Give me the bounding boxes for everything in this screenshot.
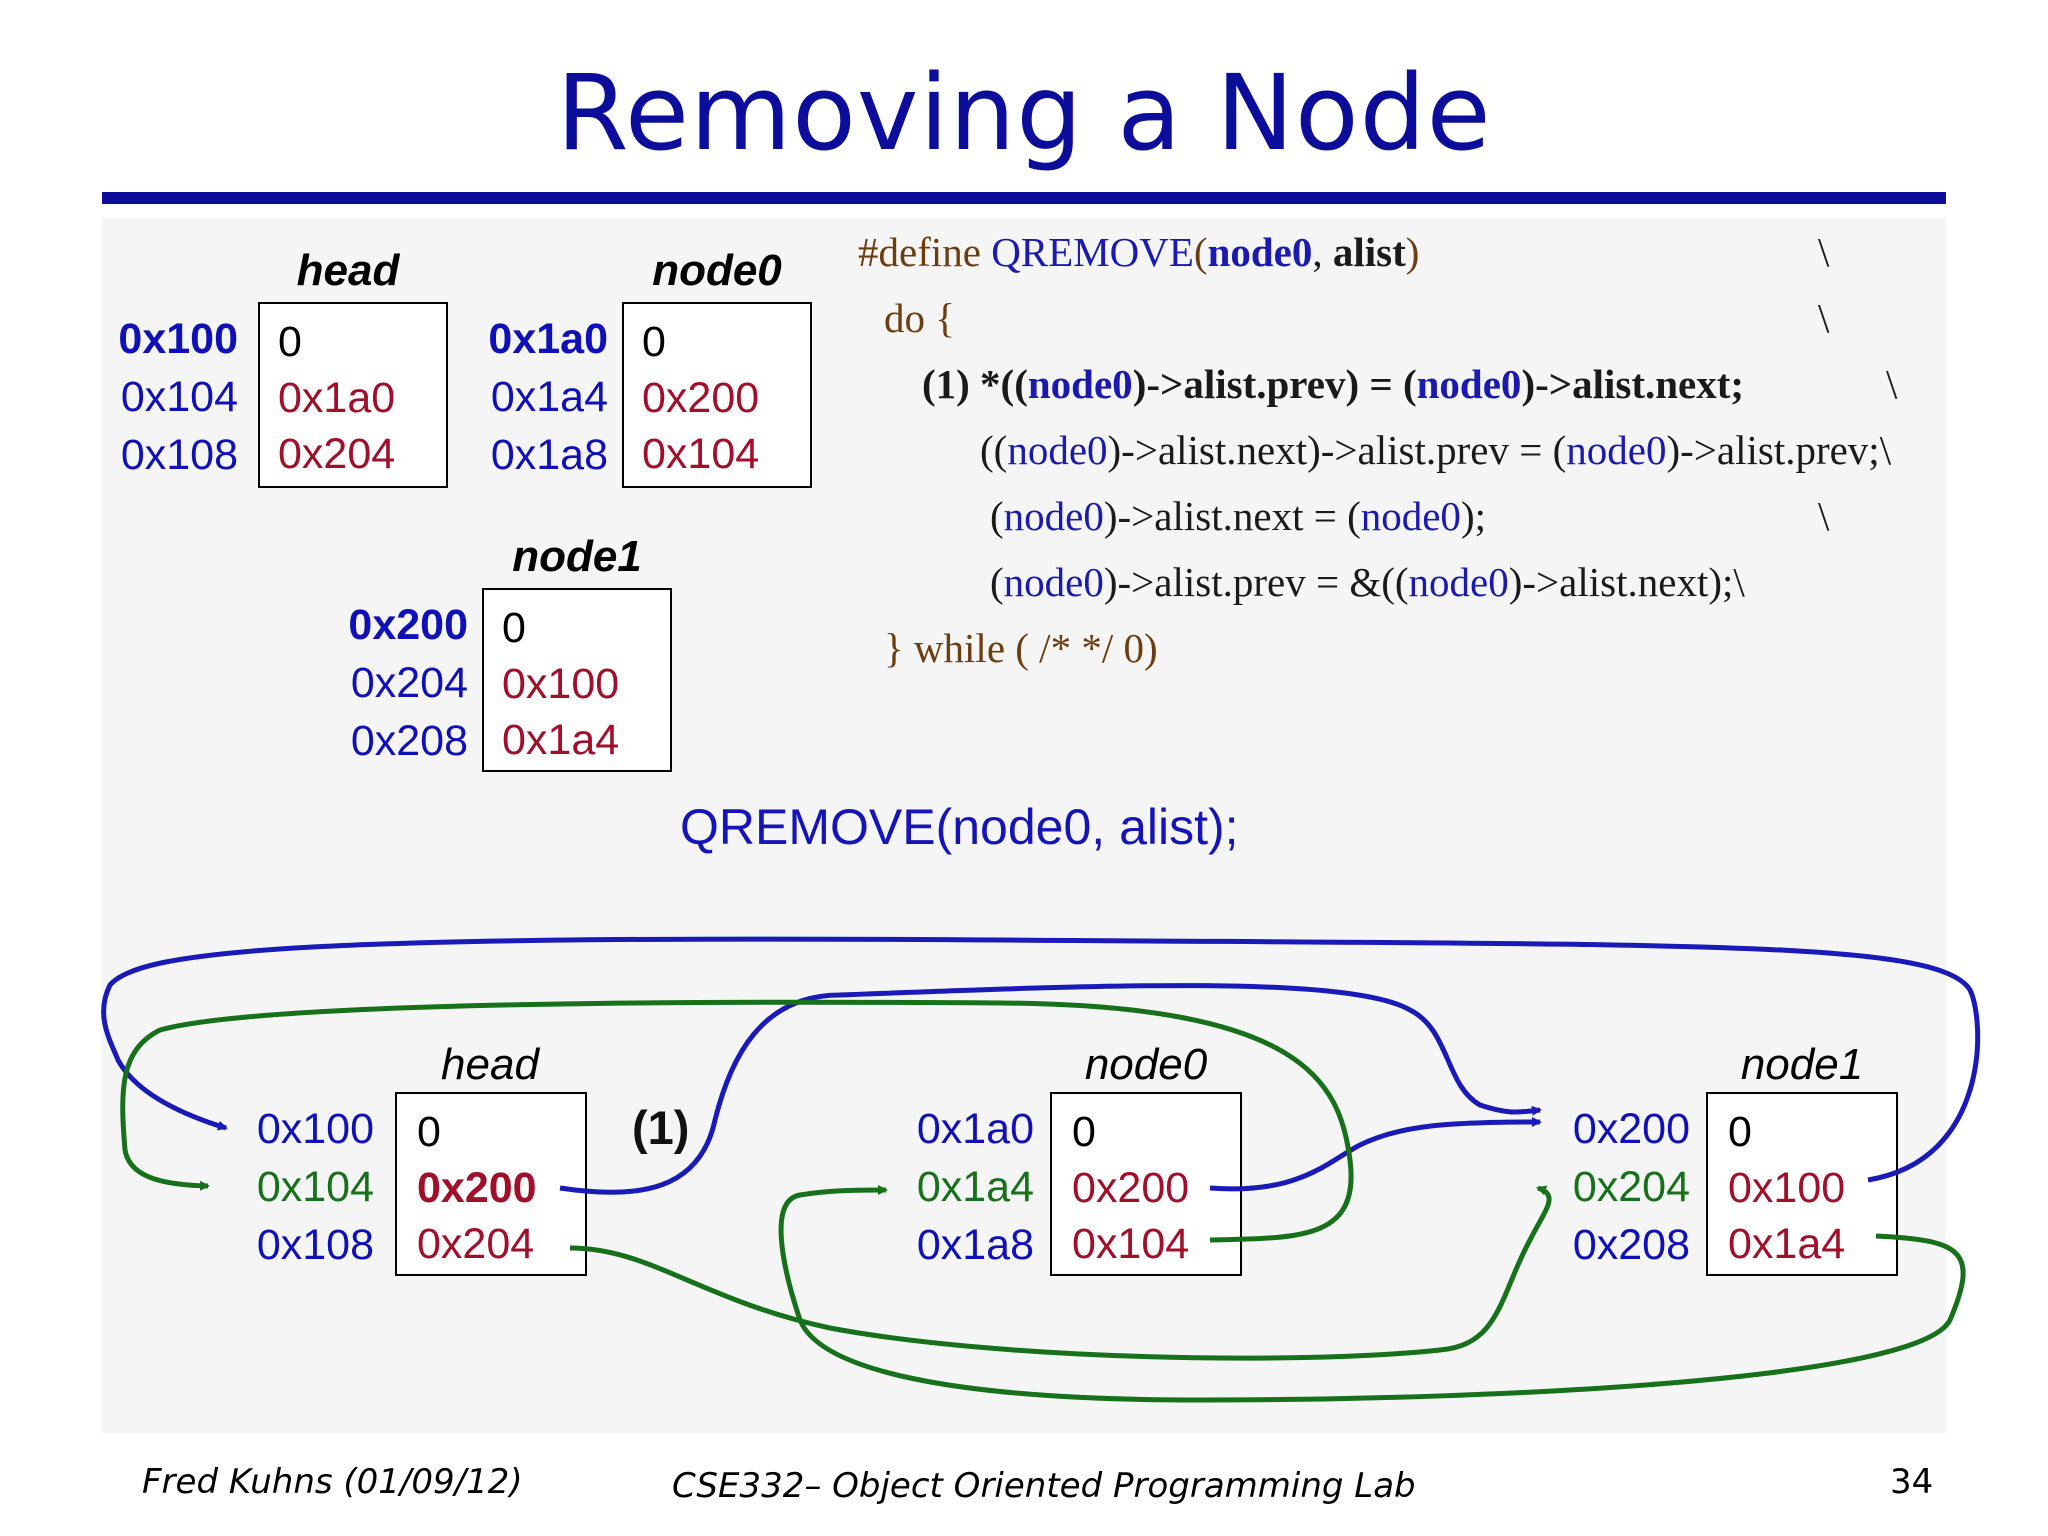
- value: 0x204: [278, 430, 396, 478]
- prev-arrow-node1-to-node0: [778, 1185, 1966, 1403]
- top-node1-title: node1: [512, 532, 642, 581]
- value: 0x104: [1072, 1220, 1190, 1268]
- address: 0x104: [256, 1163, 374, 1211]
- address: 0x204: [350, 659, 468, 707]
- slide-title: Removing a Node: [556, 52, 1492, 174]
- value: 0x1a4: [502, 716, 620, 764]
- value: 0: [1072, 1108, 1096, 1156]
- code-cont: \: [1818, 295, 1830, 341]
- code-line-do: do {: [884, 295, 955, 341]
- code-cont: \: [1818, 493, 1830, 539]
- address: 0x1a0: [916, 1105, 1034, 1153]
- address: 0x208: [350, 717, 468, 765]
- code-line-6: (node0)->alist.prev = &((node0)->alist.n…: [990, 559, 1745, 605]
- step-label: (1): [632, 1101, 690, 1154]
- bottom-node0-box: 0 0x200 0x104: [1050, 1092, 1242, 1276]
- value: 0: [642, 318, 666, 366]
- top-node0-addresses: 0x1a0 0x1a4 0x1a8: [470, 310, 608, 484]
- value: 0x200: [642, 374, 760, 422]
- value: 0: [1728, 1108, 1752, 1156]
- address: 0x200: [1572, 1105, 1690, 1153]
- bottom-head-box: 0 0x200 0x204: [395, 1092, 587, 1276]
- address: 0x104: [120, 373, 238, 421]
- bottom-head-title: head: [441, 1040, 539, 1089]
- value: 0x104: [642, 430, 760, 478]
- value: 0x100: [1728, 1164, 1846, 1212]
- top-head-box: 0 0x1a0 0x204: [258, 302, 448, 488]
- bottom-node0-title: node0: [1084, 1040, 1208, 1089]
- bottom-node1-addresses: 0x200 0x204 0x208: [1544, 1100, 1690, 1274]
- bottom-node0-addresses: 0x1a0 0x1a4 0x1a8: [888, 1100, 1034, 1274]
- bottom-node1-box: 0 0x100 0x1a4: [1706, 1092, 1898, 1276]
- prev-arrow-node0-to-head: [120, 999, 1354, 1243]
- prev-arrow-head-to-node1: [569, 1185, 1552, 1361]
- address: 0x208: [1572, 1221, 1690, 1269]
- bottom-head-addresses: 0x100 0x104 0x108: [228, 1100, 374, 1274]
- address: 0x204: [1572, 1163, 1690, 1211]
- top-head-addresses: 0x100 0x104 0x108: [100, 310, 238, 484]
- value: 0x1a0: [278, 374, 396, 422]
- value: 0: [417, 1108, 441, 1156]
- address: 0x1a8: [916, 1221, 1034, 1269]
- code-line-define: #define QREMOVE(node0, alist): [858, 229, 1420, 275]
- value: 0: [278, 318, 302, 366]
- value: 0: [502, 604, 526, 652]
- page-number: 34: [1890, 1462, 1934, 1502]
- title-divider: [102, 192, 1946, 204]
- top-node0-box: 0 0x200 0x104: [622, 302, 812, 488]
- top-head-title: head: [296, 246, 400, 295]
- next-arrow-head-to-node1: [559, 983, 1542, 1195]
- address: 0x1a4: [916, 1163, 1034, 1211]
- next-arrow-node0-to-node1: [1209, 1117, 1542, 1192]
- code-line-step1: (1) *((node0)->alist.prev) = (node0)->al…: [922, 361, 1745, 407]
- code-line-while: } while ( /* */ 0): [884, 625, 1158, 671]
- value: 0x100: [502, 660, 620, 708]
- value: 0x1a4: [1728, 1220, 1846, 1268]
- next-arrow-node1-to-head: [101, 936, 1981, 1183]
- address: 0x1a0: [488, 315, 608, 363]
- address: 0x100: [118, 315, 238, 363]
- address: 0x1a4: [490, 373, 608, 421]
- footer-course: CSE332– Object Oriented Programming Lab: [672, 1466, 1416, 1506]
- footer-author: Fred Kuhns (01/09/12): [142, 1462, 523, 1502]
- value: 0x200: [1072, 1164, 1190, 1212]
- macro-call: QREMOVE(node0, alist);: [680, 799, 1239, 855]
- value: 0x200: [417, 1164, 537, 1212]
- address: 0x200: [348, 601, 468, 649]
- top-node0-title: node0: [652, 246, 782, 295]
- code-line-4: ((node0)->alist.next)->alist.prev = (nod…: [980, 427, 1892, 473]
- address: 0x100: [256, 1105, 374, 1153]
- code-cont: \: [1818, 229, 1830, 275]
- code-cont: \: [1886, 361, 1898, 407]
- top-node1-box: 0 0x100 0x1a4: [482, 588, 672, 772]
- bottom-node1-title: node1: [1740, 1040, 1864, 1089]
- address: 0x108: [120, 431, 238, 479]
- value: 0x204: [417, 1220, 535, 1268]
- code-line-5: (node0)->alist.next = (node0);: [990, 493, 1486, 539]
- address: 0x1a8: [490, 431, 608, 479]
- address: 0x108: [256, 1221, 374, 1269]
- top-node1-addresses: 0x200 0x204 0x208: [330, 596, 468, 770]
